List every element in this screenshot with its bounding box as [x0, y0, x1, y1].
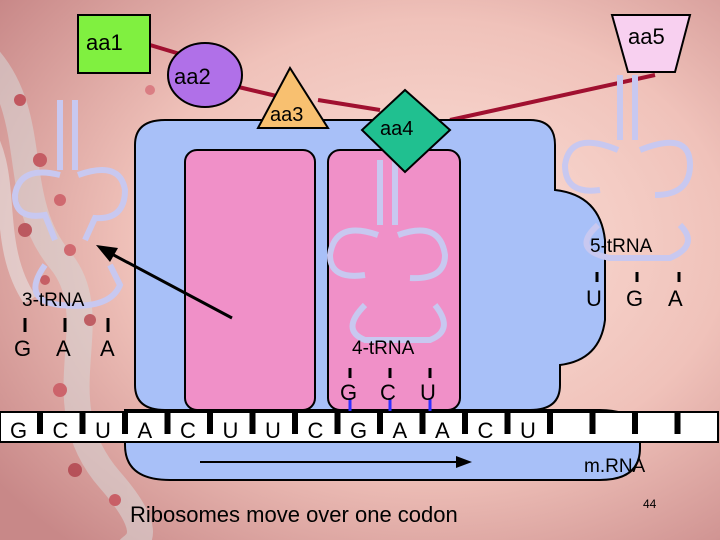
aa4-label: aa4 [380, 118, 414, 140]
mrna-divider [462, 412, 468, 434]
caption: Ribosomes move over one codon [130, 502, 458, 527]
trna3-anticodon-1: G [14, 336, 32, 361]
trna3-label: 3-tRNA [22, 290, 85, 311]
mrna-base: A [137, 418, 153, 443]
mrna-divider [164, 412, 171, 434]
aa3-label: aa3 [270, 104, 304, 126]
trna4-anticodon-1: G [340, 380, 358, 405]
trna5-anticodon-2: G [626, 286, 644, 311]
trna4-anticodon-2: C [380, 380, 396, 405]
mrna-base: A [392, 418, 408, 443]
mrna-divider [207, 412, 213, 434]
aa2-label: aa2 [174, 64, 211, 89]
movement-arrow [200, 456, 472, 468]
anticodon-ticks [23, 272, 681, 378]
mrna-divider [632, 412, 638, 434]
mrna-base: G [10, 418, 28, 443]
dna-helix-decoration [0, 51, 155, 540]
aa1-label: aa1 [86, 30, 123, 55]
mrna-divider [589, 412, 596, 434]
mrna-base: U [520, 418, 536, 443]
trna-3-shape [11, 100, 129, 309]
mrna-divider [419, 412, 426, 434]
trna5-label: 5-tRNA [590, 236, 653, 257]
trna-5-shape [561, 75, 694, 261]
aa1-shape [77, 14, 151, 74]
trna5-anticodon-1: U [586, 286, 602, 311]
mrna-divider [79, 412, 86, 434]
trna-4-shape [326, 160, 449, 343]
mrna-divider [334, 412, 341, 434]
mrna-base: U [222, 418, 239, 443]
trna4-label: 4-tRNA [352, 338, 415, 359]
mrna-divider [249, 412, 256, 434]
mrna-base: C [477, 418, 494, 443]
mrna-base: A [435, 418, 450, 443]
mrna-divider [377, 412, 383, 434]
trna3-anticodon-3: A [100, 336, 115, 361]
codon-pairing-ticks [348, 398, 432, 412]
p-site [184, 149, 316, 411]
mrna-base: C [307, 418, 324, 443]
aa5-label: aa5 [628, 24, 665, 49]
aa3-shape [256, 66, 330, 129]
mrna-label: m.RNA [584, 456, 646, 477]
mrna-base: C [52, 418, 69, 443]
mrna-base: U [95, 418, 111, 443]
mrna-divider [122, 412, 128, 434]
trna-exit-arrow [96, 245, 233, 320]
trna3-anticodon-2: A [56, 336, 71, 361]
mrna-divider [547, 412, 553, 434]
mrna-strand [0, 411, 719, 443]
trna4-anticodon-3: U [420, 380, 436, 405]
aa2-shape [167, 42, 243, 108]
page-number: 44 [643, 497, 657, 511]
peptide-bond-3-4 [317, 98, 381, 112]
mrna-divider [292, 412, 298, 434]
aa4-shape [360, 88, 452, 174]
mrna-divider [674, 412, 681, 434]
trna5-anticodon-3: A [668, 286, 683, 311]
mrna-divider [504, 412, 511, 434]
mrna-base: C [180, 418, 196, 443]
mrna-divider [37, 412, 43, 434]
mrna-base: U [265, 418, 281, 443]
mrna-base: G [350, 418, 368, 443]
aa5-shape [610, 14, 692, 73]
